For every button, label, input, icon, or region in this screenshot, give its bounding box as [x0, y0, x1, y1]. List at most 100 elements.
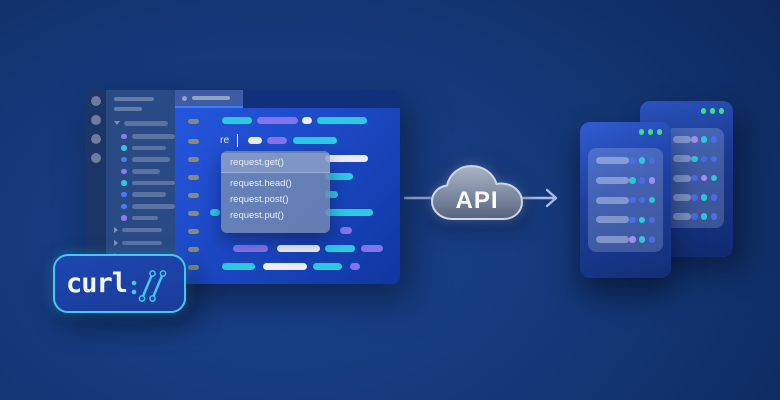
file-explorer-sidebar — [106, 90, 175, 284]
autocomplete-item: request.put() — [230, 210, 284, 221]
port-dot-icon — [629, 196, 636, 204]
server-port-dots — [629, 157, 655, 164]
editor-main: request.get()request.head()request.post(… — [175, 90, 400, 284]
chevron-right-icon — [114, 240, 118, 247]
code-line — [175, 117, 400, 125]
server-slot-row — [596, 157, 655, 164]
server-slot-row — [673, 213, 717, 220]
code-token-bar — [267, 137, 287, 144]
activity-icon — [90, 134, 101, 144]
port-dot-icon — [638, 157, 646, 164]
code-token-bar — [222, 263, 255, 270]
code-token-bar — [222, 117, 252, 124]
api-cloud: API — [427, 160, 527, 226]
code-token-bar — [325, 245, 355, 252]
port-dot-icon — [629, 216, 636, 223]
server-front — [580, 122, 671, 278]
port-dot-icon — [638, 177, 646, 184]
file-label-bar — [131, 145, 166, 151]
active-tab — [175, 90, 243, 108]
status-led-icon — [718, 108, 724, 114]
autocomplete-item: request.get() — [221, 153, 330, 173]
file-label-bar — [131, 192, 166, 197]
server-port-dots — [691, 136, 717, 143]
server-slot-bar — [673, 174, 691, 182]
code-token-bar — [350, 263, 360, 270]
cloud-icon — [431, 165, 523, 220]
code-token-bar — [257, 117, 298, 124]
file-dot-icon — [121, 145, 127, 151]
curl-logo-badge: curl — [53, 254, 186, 313]
port-dot-icon — [691, 136, 698, 143]
chevron-down-icon — [114, 121, 120, 126]
code-token-bar — [263, 263, 307, 270]
server-slot-bar — [596, 157, 629, 164]
file-label-bar — [131, 134, 175, 139]
port-dot-icon — [700, 213, 708, 220]
file-dot-icon — [121, 156, 127, 163]
sidebar-file-item — [121, 133, 175, 139]
server-slot-row — [596, 176, 655, 184]
server-slot-row — [596, 196, 655, 204]
file-dot-icon — [121, 168, 127, 175]
sidebar-file-item — [121, 191, 175, 198]
typed-text: re — [220, 134, 230, 146]
text-cursor — [237, 133, 239, 147]
code-token-bar — [325, 155, 368, 162]
server-port-dots — [691, 174, 717, 182]
server-slot-row — [673, 155, 717, 163]
line-number — [188, 156, 199, 162]
server-port-dots — [691, 155, 717, 162]
file-label-bar — [131, 204, 175, 209]
server-slot-row — [596, 236, 655, 243]
code-line — [175, 227, 400, 235]
server-slot-bar — [673, 155, 691, 163]
port-dot-icon — [710, 155, 717, 162]
sidebar-file-item — [121, 215, 175, 221]
line-number — [188, 246, 199, 252]
server-port-dots — [629, 236, 655, 243]
chevron-right-icon — [114, 227, 118, 233]
server-panel — [588, 148, 663, 252]
code-token-bar — [302, 117, 312, 124]
code-token-bar — [317, 117, 367, 124]
activity-icon — [90, 96, 101, 106]
status-led-icon — [700, 108, 706, 114]
protocol-slashes-icon — [131, 269, 167, 302]
code-token-bar — [325, 173, 353, 180]
port-dot-icon — [691, 194, 698, 201]
tab-file-icon — [182, 95, 187, 101]
sidebar-folder-item — [114, 227, 175, 233]
server-port-dots — [629, 216, 655, 223]
port-dot-icon — [700, 155, 708, 162]
port-dot-icon — [700, 174, 708, 182]
api-label: API — [455, 187, 499, 214]
server-port-dots — [691, 213, 717, 220]
folder-label-bar — [124, 121, 168, 126]
sidebar-file-item — [121, 145, 175, 151]
folder-label-bar — [122, 227, 162, 233]
code-token-bar — [248, 137, 262, 144]
code-token-bar — [340, 227, 352, 234]
code-line — [175, 173, 400, 181]
file-dot-icon — [121, 203, 127, 210]
server-status-leds — [638, 129, 662, 135]
port-dot-icon — [710, 213, 717, 220]
code-line — [175, 209, 400, 217]
line-number — [188, 174, 199, 180]
code-token-bar — [293, 137, 337, 144]
tab-strip — [175, 90, 400, 108]
autocomplete-item: request.head() — [230, 178, 292, 189]
server-status-leds — [700, 108, 724, 114]
line-number — [188, 228, 199, 234]
port-dot-icon — [648, 236, 655, 243]
code-line — [175, 245, 400, 253]
activity-icon — [90, 115, 101, 125]
curl-wordmark: curl — [65, 268, 128, 299]
port-dot-icon — [691, 174, 698, 182]
line-number — [188, 264, 199, 270]
server-slot-bar — [596, 236, 629, 243]
sidebar-header-bar — [114, 97, 154, 101]
file-label-bar — [131, 169, 160, 174]
sidebar-header-bar — [114, 107, 142, 111]
